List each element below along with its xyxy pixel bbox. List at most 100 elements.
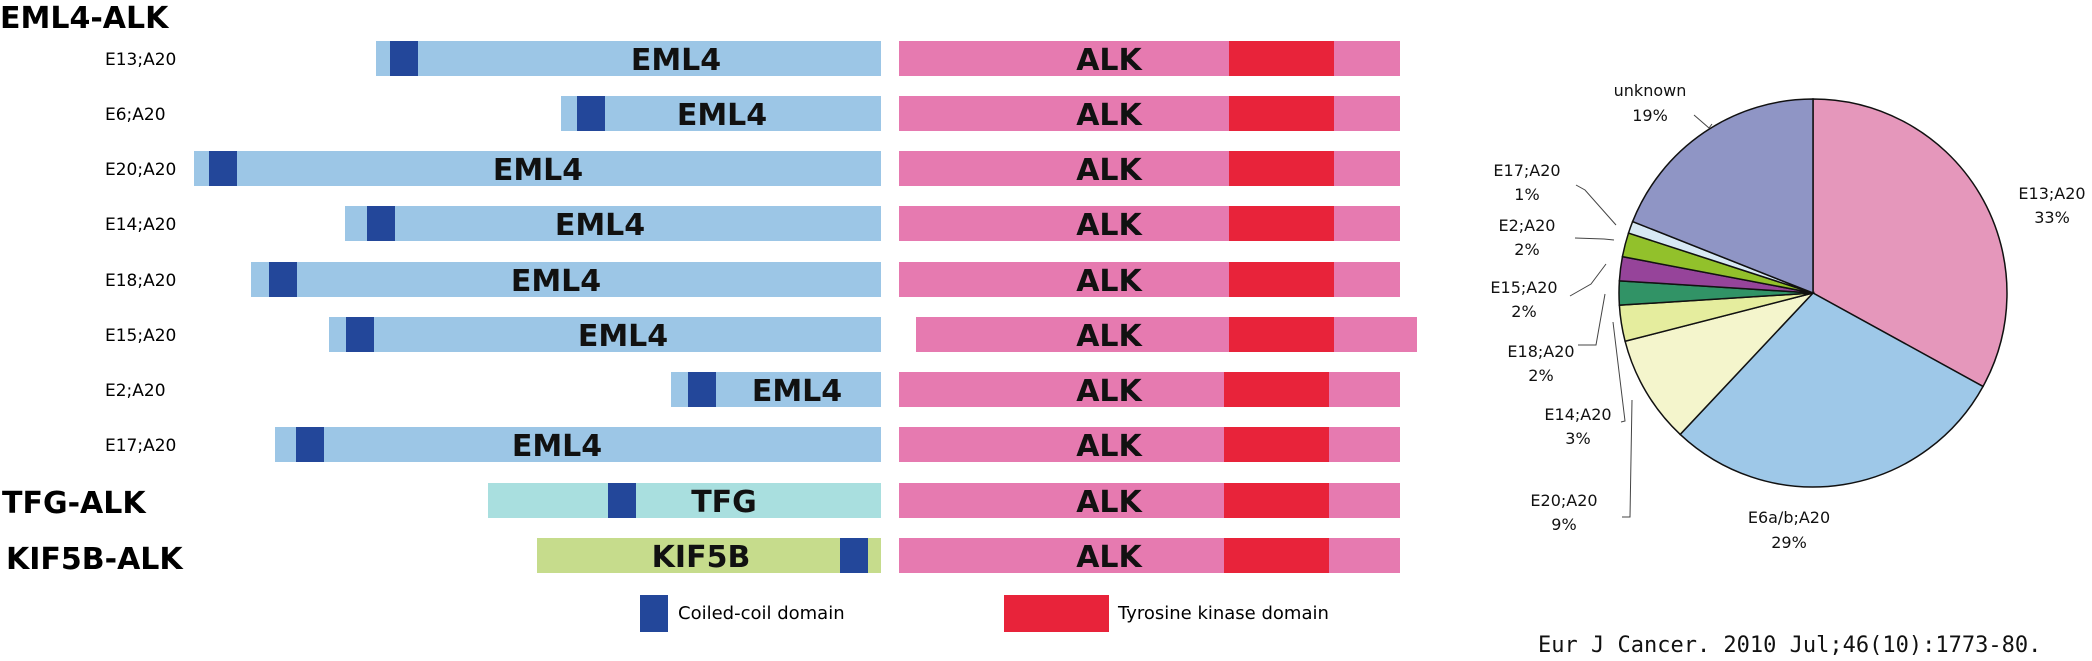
eml4-bar (194, 151, 881, 186)
alk-bar-label: ALK (1076, 98, 1143, 133)
coiled-coil-block (209, 151, 237, 186)
group-title-eml4-alk: EML4-ALK (0, 1, 170, 36)
pie-leader-lines (1569, 114, 1713, 518)
coiled-coil-swatch (640, 595, 668, 632)
pie-label-pct: 2% (1511, 302, 1536, 321)
coiled-coil-block (390, 41, 418, 76)
variant-label: E20;A20 (105, 160, 176, 180)
pie-label-pct: 3% (1565, 429, 1590, 448)
alk-bar-label: ALK (1076, 540, 1143, 575)
kinase-block (1224, 372, 1329, 407)
kif5b-bar-label: KIF5B (652, 540, 751, 575)
pie-slice-e20-a20 (1624, 291, 1816, 436)
kinase-block (1229, 206, 1334, 241)
eml4-bar-label: EML4 (493, 153, 583, 188)
kinase-block (1229, 96, 1334, 131)
eml4-bar (345, 206, 881, 241)
pie-slice-e13-a20 (1812, 98, 2008, 388)
pie-label-name: E18;A20 (1507, 342, 1574, 361)
leader-line-e18 (1578, 293, 1606, 346)
leader-line-e15 (1569, 263, 1607, 297)
coiled-coil-block (367, 206, 395, 241)
eml4-bar (251, 262, 881, 297)
coiled-coil-block (577, 96, 605, 131)
coiled-coil-legend-label: Coiled-coil domain (678, 603, 845, 624)
pie-slice-unknown (1631, 98, 1814, 295)
variant-label: E18;A20 (105, 271, 176, 291)
pie-label-name: unknown (1614, 81, 1687, 100)
kinase-block (1229, 317, 1334, 352)
kinase-block (1229, 262, 1334, 297)
alk-bar-label: ALK (1076, 319, 1143, 354)
pie-label-pct: 1% (1514, 185, 1539, 204)
kinase-block (1229, 151, 1334, 186)
pie-label-name: E6a/b;A20 (1748, 508, 1830, 527)
alk-bar-label: ALK (1076, 374, 1143, 409)
pie-label-name: E2;A20 (1499, 216, 1556, 235)
coiled-coil-block (840, 538, 868, 573)
pie-label-pct: 29% (1771, 533, 1807, 552)
pie-label-name: E13;A20 (2018, 184, 2085, 203)
tfg-bar (488, 483, 881, 518)
eml4-bar (275, 427, 881, 462)
eml4-bar-label: EML4 (512, 429, 602, 464)
alk-bar-label: ALK (1076, 208, 1143, 243)
kinase-block (1224, 483, 1329, 518)
pie-label-pct: 2% (1514, 240, 1539, 259)
pie-label-pct: 9% (1551, 515, 1576, 534)
pie-label-name: E20;A20 (1530, 491, 1597, 510)
eml4-bar-label: EML4 (555, 208, 645, 243)
eml4-bar (329, 317, 881, 352)
variant-label: E17;A20 (105, 436, 176, 456)
alk-bar-label: ALK (1076, 43, 1143, 78)
eml4-bar-label: EML4 (677, 98, 767, 133)
pie-label-pct: 19% (1632, 106, 1668, 125)
kinase-legend-label: Tyrosine kinase domain (1117, 603, 1329, 624)
group-title-tfg-alk: TFG-ALK (2, 486, 147, 521)
partner-bars: EML4 EML4 EML4 EML4 EML4 EML4 EML4 EML4 … (194, 41, 881, 575)
eml4-bar-label: EML4 (578, 319, 668, 354)
pie-labels: unknown 19% E13;A20 33% E17;A20 1% E2;A2… (1490, 81, 2085, 552)
alk-bar-label: ALK (1076, 429, 1143, 464)
eml4-bar-label: EML4 (511, 264, 601, 299)
pie-label-pct: 33% (2034, 208, 2070, 227)
kinase-block (1224, 427, 1329, 462)
pie-slice-e6a-b-a20 (1679, 292, 1985, 488)
variant-labels: E13;A20 E6;A20 E20;A20 E14;A20 E18;A20 E… (105, 50, 176, 456)
coiled-coil-block (346, 317, 374, 352)
eml4-bar-label: EML4 (631, 43, 721, 78)
leader-line-e20 (1622, 399, 1633, 518)
eml4-bar (561, 96, 881, 131)
coiled-coil-block (608, 483, 636, 518)
eml4-bar (376, 41, 881, 76)
alk-bars: ALK ALK ALK ALK ALK ALK ALK ALK ALK ALK (899, 41, 1417, 575)
leader-line-unknown (1693, 114, 1713, 129)
pie-label-name: E15;A20 (1490, 278, 1557, 297)
kinase-swatch (1004, 595, 1109, 632)
pie-slices (1618, 98, 2008, 488)
kinase-block (1229, 41, 1334, 76)
pie-label-name: E14;A20 (1544, 405, 1611, 424)
alk-bar-label: ALK (1076, 153, 1143, 188)
pie-chart: unknown 19% E13;A20 33% E17;A20 1% E2;A2… (1490, 81, 2085, 552)
alk-bar-label: ALK (1076, 264, 1143, 299)
variant-label: E6;A20 (105, 105, 166, 125)
leader-line-e2 (1574, 237, 1615, 241)
variant-label: E15;A20 (105, 326, 176, 346)
pie-label-pct: 2% (1528, 366, 1553, 385)
alk-bar (916, 317, 1417, 352)
variant-label: E2;A20 (105, 381, 166, 401)
alk-bar-label: ALK (1076, 485, 1143, 520)
leader-line-e17 (1575, 184, 1617, 226)
coiled-coil-block (269, 262, 297, 297)
pie-label-name: E17;A20 (1493, 161, 1560, 180)
eml4-bar-label: EML4 (752, 374, 842, 409)
coiled-coil-block (296, 427, 324, 462)
coiled-coil-block (688, 372, 716, 407)
leader-line-e14 (1612, 321, 1626, 423)
tfg-bar-label: TFG (691, 485, 757, 520)
citation: Eur J Cancer. 2010 Jul;46(10):1773-80. (1538, 633, 2041, 658)
variant-label: E14;A20 (105, 215, 176, 235)
group-title-kif5b-alk: KIF5B-ALK (6, 542, 184, 577)
